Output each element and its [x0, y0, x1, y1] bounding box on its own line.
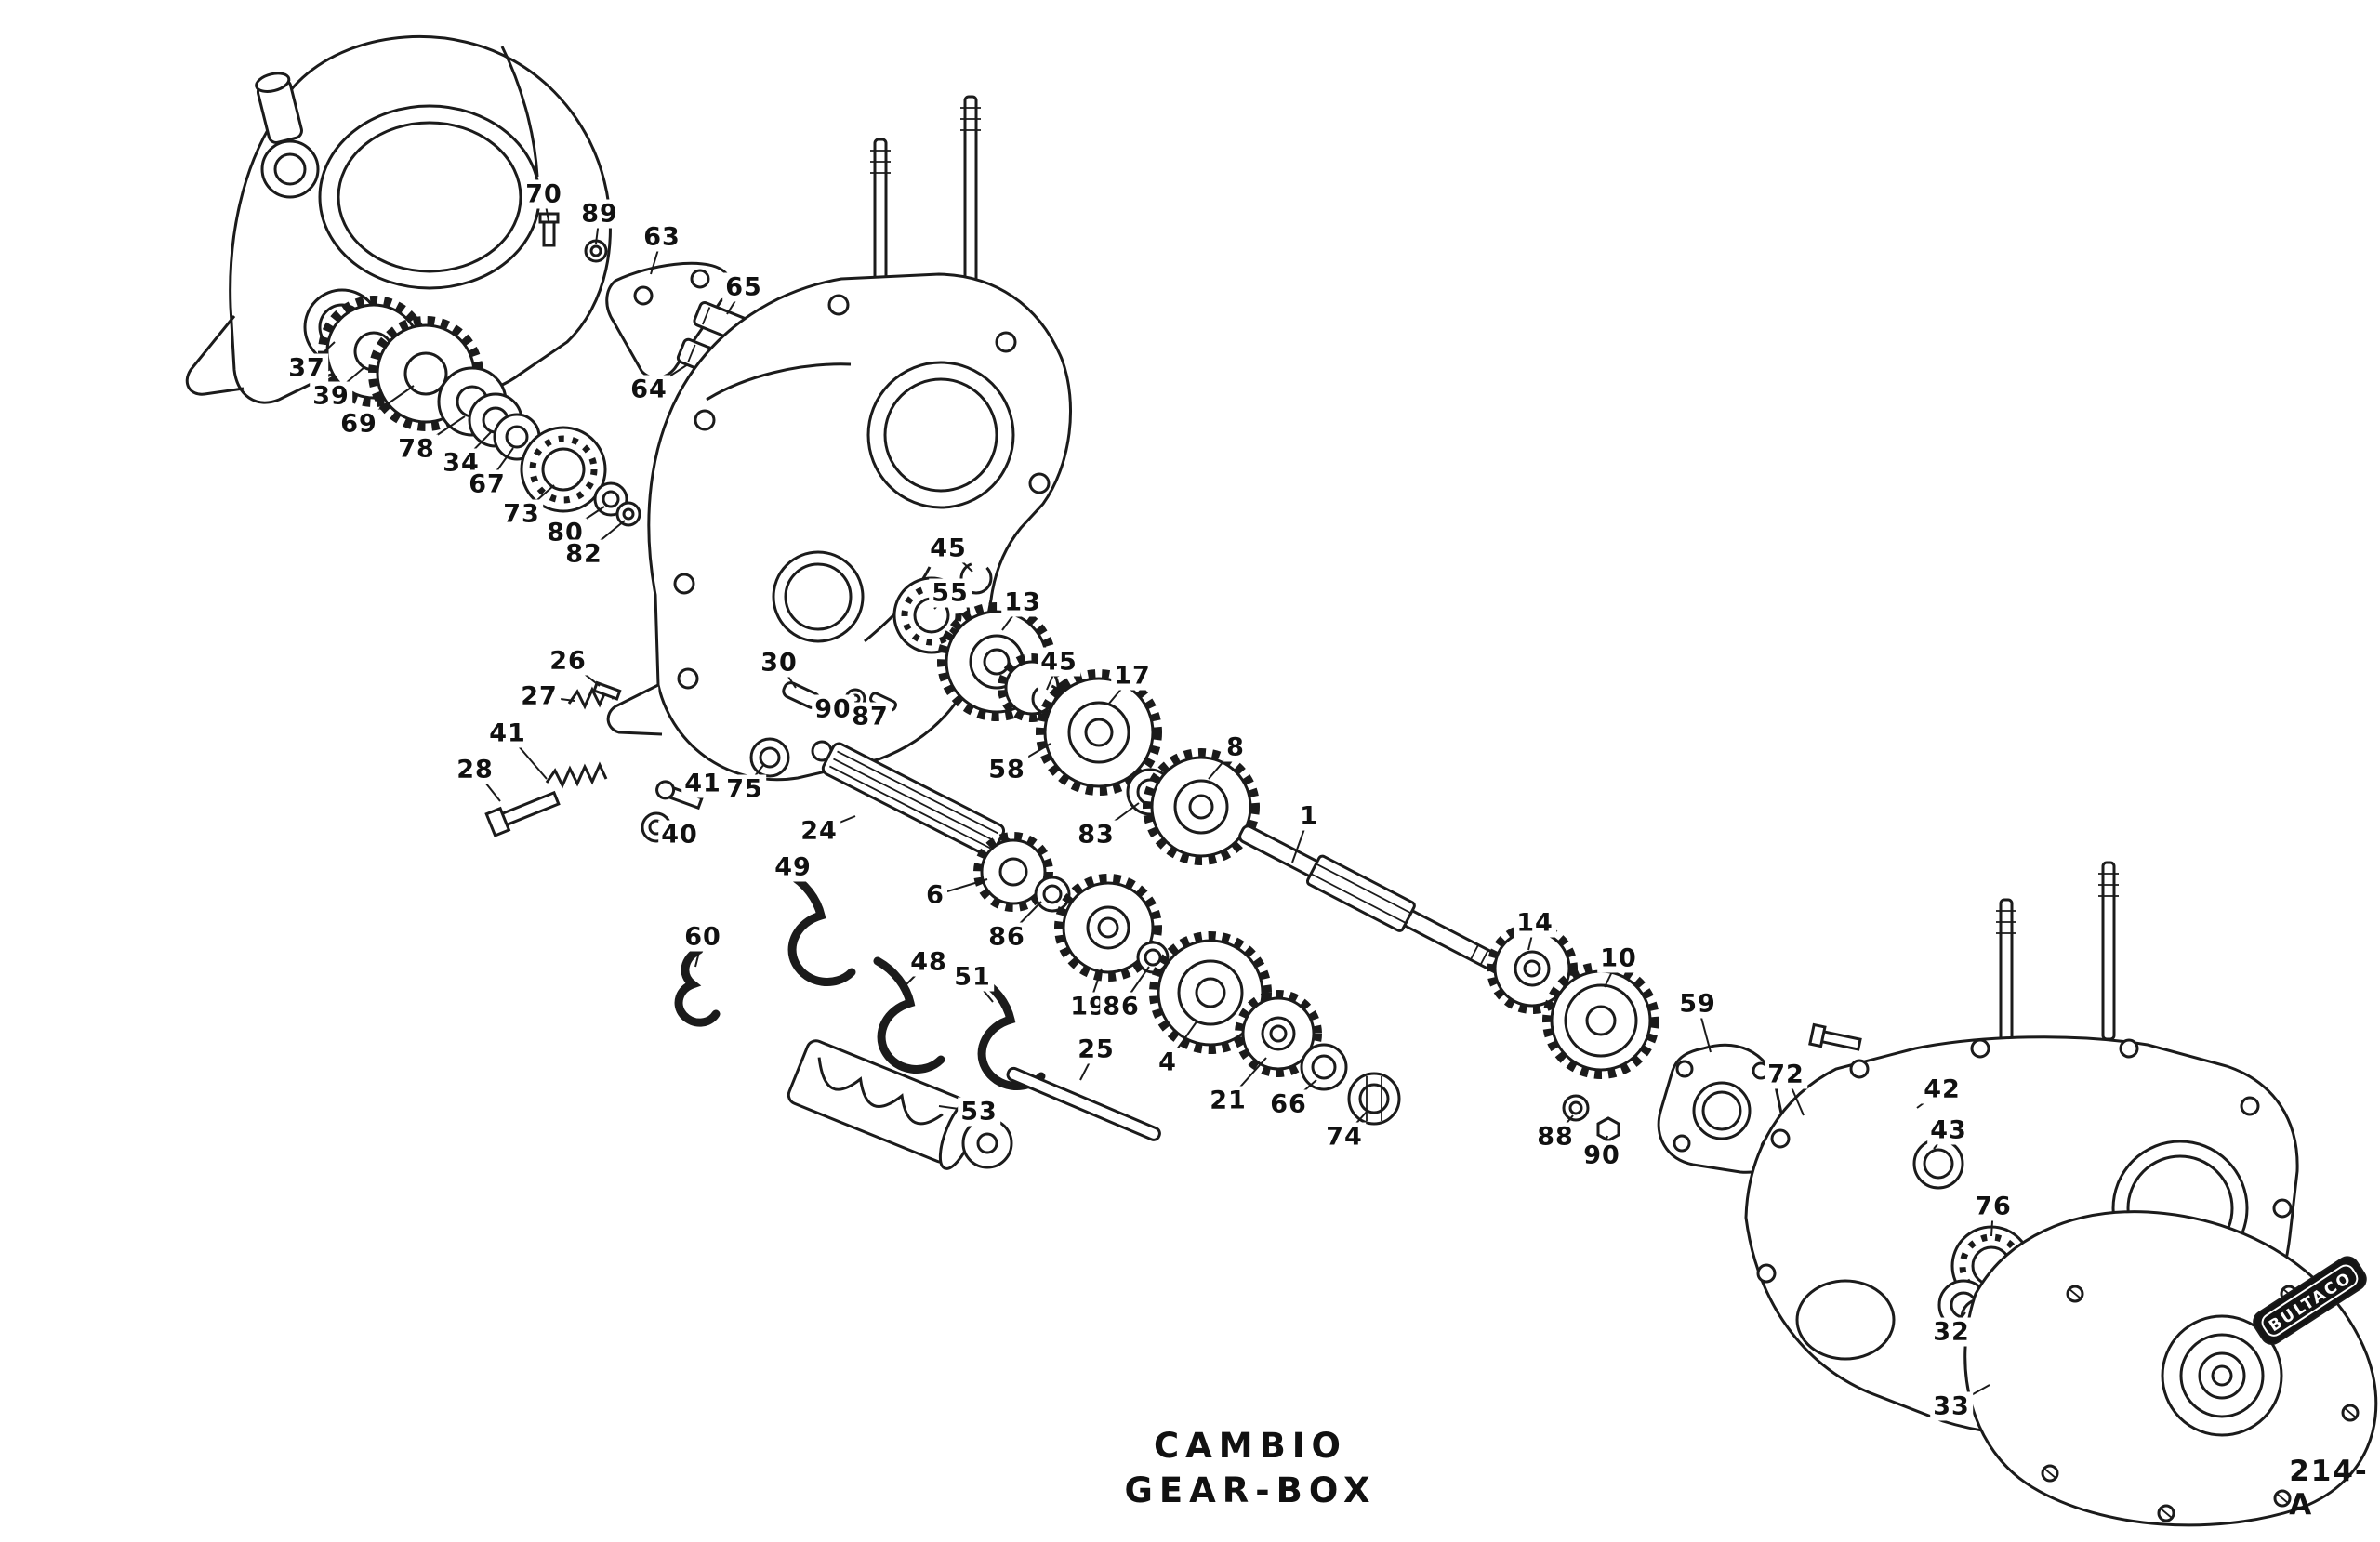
part-label-40: 40 [658, 820, 701, 850]
part-label-74: 74 [1323, 1122, 1366, 1152]
washer-89 [584, 239, 608, 263]
part-label-86: 86 [1100, 992, 1143, 1021]
sprocket-stack [303, 288, 641, 527]
part-label-33: 33 [1930, 1391, 1973, 1421]
title-secondary: GEAR-BOX [1124, 1470, 1377, 1510]
screw-26 [592, 680, 622, 701]
part-label-86: 86 [985, 922, 1028, 952]
part-label-73: 73 [500, 499, 543, 529]
part-label-72: 72 [1765, 1060, 1807, 1089]
part-label-4: 4 [1156, 1048, 1180, 1077]
part-label-14: 14 [1514, 908, 1556, 938]
part-label-64: 64 [628, 375, 670, 404]
part-label-21: 21 [1207, 1086, 1250, 1115]
part-label-26: 26 [547, 646, 589, 676]
part-label-51: 51 [951, 962, 994, 992]
part-label-24: 24 [798, 816, 840, 846]
part-label-27: 27 [518, 681, 561, 711]
fork-51 [973, 973, 1046, 1090]
page-reference: 214-A [2289, 1455, 2369, 1522]
input-shaft-train [892, 561, 1659, 1142]
part-label-8: 8 [1223, 732, 1248, 762]
screw-right-case [1808, 1022, 1862, 1051]
part-label-6: 6 [923, 880, 947, 910]
part-label-76: 76 [1972, 1192, 2015, 1221]
part-label-59: 59 [1676, 989, 1719, 1019]
bolt-28 [484, 790, 561, 837]
countershaft-cluster [821, 742, 1401, 1126]
mainshaft-1 [1238, 824, 1508, 975]
outer-cover: BULTACO [1964, 1210, 2378, 1527]
part-label-66: 66 [1267, 1089, 1310, 1119]
part-label-45: 45 [927, 534, 970, 563]
part-label-58: 58 [985, 755, 1028, 784]
spring-41 [545, 761, 608, 789]
fork-49 [784, 869, 856, 986]
part-label-41: 41 [486, 718, 529, 748]
title-block: CAMBIO GEAR-BOX [1125, 1424, 1377, 1513]
part-label-88: 88 [1534, 1122, 1577, 1152]
part-label-90: 90 [1580, 1140, 1623, 1170]
title-primary: CAMBIO [1153, 1425, 1348, 1466]
part-label-49: 49 [772, 852, 814, 882]
fork-rod-25 [1006, 1066, 1161, 1141]
part-label-63: 63 [641, 222, 683, 252]
part-label-1: 1 [1297, 801, 1321, 831]
nut-90 [1596, 1116, 1620, 1142]
circlip-45 [959, 561, 993, 595]
part-label-13: 13 [1001, 587, 1044, 617]
part-label-42: 42 [1921, 1074, 1964, 1104]
part-label-90: 90 [812, 694, 854, 724]
part-label-89: 89 [578, 199, 621, 229]
fasteners-left [484, 680, 897, 843]
part-label-39: 39 [310, 381, 352, 411]
part-label-65: 65 [722, 272, 765, 302]
part-label-83: 83 [1075, 820, 1117, 850]
part-label-41: 41 [681, 769, 724, 798]
part-label-28: 28 [454, 755, 496, 784]
part-label-82: 82 [562, 539, 605, 569]
bearing-retainer-59 [1657, 1043, 1787, 1174]
part-label-30: 30 [758, 648, 800, 678]
part-label-69: 69 [337, 409, 380, 439]
part-label-60: 60 [681, 922, 724, 952]
part-label-48: 48 [907, 947, 950, 977]
part-label-75: 75 [723, 774, 766, 804]
part-label-34: 34 [440, 448, 483, 478]
fork-48 [873, 956, 945, 1074]
part-label-45: 45 [1038, 647, 1080, 677]
part-label-17: 17 [1111, 661, 1154, 691]
part-label-87: 87 [849, 702, 892, 731]
spring-clip-60 [674, 945, 721, 1027]
part-label-67: 67 [466, 469, 509, 499]
part-label-55: 55 [929, 578, 972, 608]
part-label-37: 37 [285, 353, 328, 383]
part-label-43: 43 [1927, 1115, 1970, 1145]
part-label-78: 78 [395, 434, 438, 464]
part-label-32: 32 [1930, 1317, 1973, 1347]
part-label-10: 10 [1597, 943, 1640, 973]
part-label-70: 70 [522, 179, 565, 209]
part-label-25: 25 [1075, 1035, 1117, 1064]
part-label-53: 53 [958, 1097, 1000, 1127]
